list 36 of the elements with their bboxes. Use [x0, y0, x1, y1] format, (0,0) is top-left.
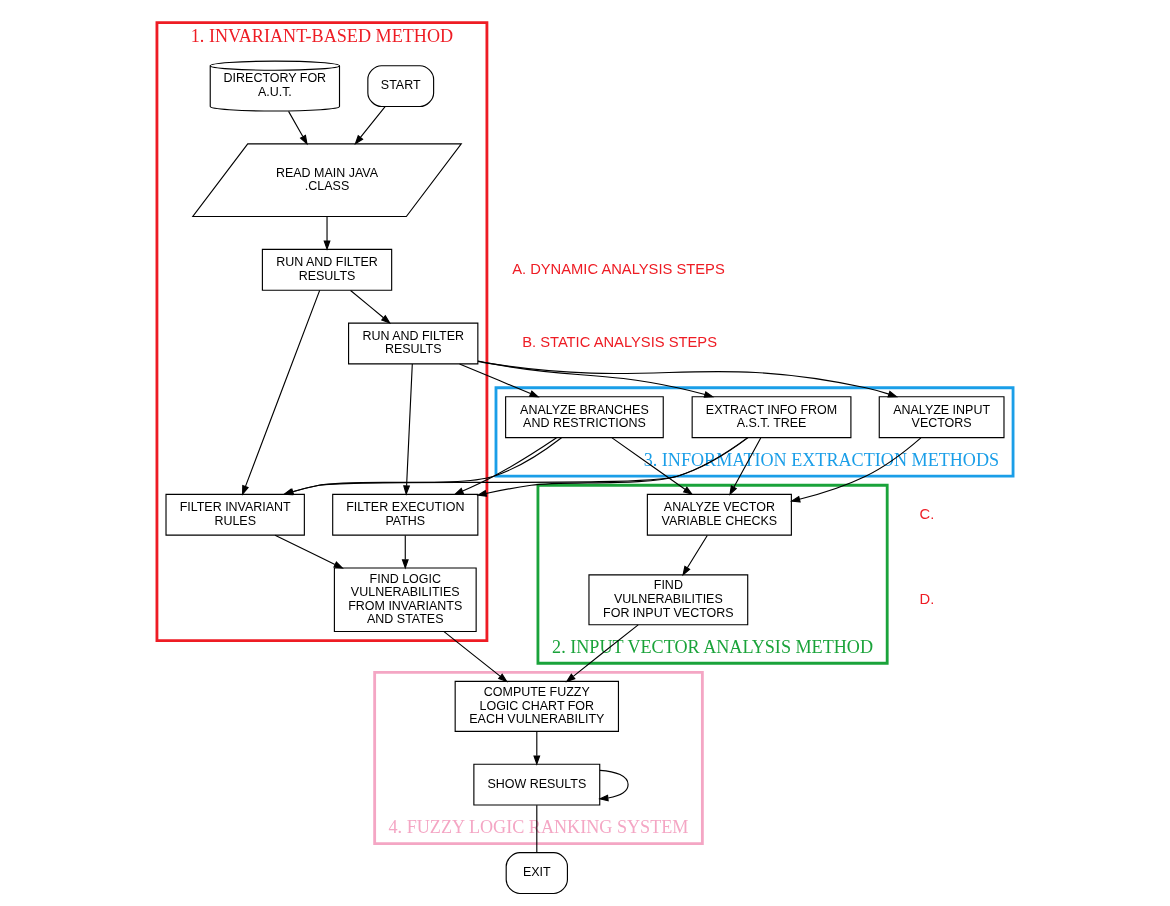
arrow: [350, 289, 391, 324]
node-box: ANALYZE VECTOR VARIABLE CHECKS: [646, 493, 792, 536]
arrow: [274, 534, 344, 569]
node-box: RUN AND FILTER RESULTS: [348, 322, 479, 364]
label: B. STATIC ANALYSIS STEPS: [522, 333, 718, 350]
arrow: [477, 359, 715, 398]
arrow: [476, 436, 749, 497]
arrow: [354, 105, 386, 145]
arrow: [443, 630, 508, 682]
arrow: [323, 215, 331, 251]
node-box: FIND LOGIC VULNERABILITIES FROM INVARIANTS AND STATES: [333, 566, 477, 632]
arrow: [477, 360, 899, 397]
arrow: [611, 436, 694, 495]
label: C.: [919, 505, 935, 522]
node-box: ANALYZE BRANCHES AND RESTRICTIONS: [505, 395, 664, 438]
node-box: START: [367, 64, 435, 107]
label: D.: [919, 590, 935, 607]
arrow: [453, 436, 558, 495]
arrow: [403, 362, 413, 496]
node-box: FILTER INVARIANT RULES: [165, 493, 305, 536]
node-box: COMPUTE FUZZY LOGIC CHART FOR EACH VULNERABILITY: [454, 680, 619, 732]
arrow: [790, 436, 922, 503]
arrow: [533, 730, 541, 766]
node-box: SHOW RESULTS: [473, 763, 601, 806]
node-box: EXIT: [505, 851, 568, 894]
arrow: [458, 362, 540, 397]
arrow: [401, 534, 409, 570]
arrow: [288, 110, 308, 145]
node-box: FIND VULNERABILITIES FOR INPUT VECTORS: [588, 573, 749, 625]
node-box: ANALYZE INPUT VECTORS: [878, 395, 1005, 438]
node-box: FILTER EXECUTION PATHS: [332, 493, 479, 536]
node-box: EXTRACT INFO FROM A.S.T. TREE: [691, 395, 852, 438]
label: A. DYNAMIC ANALYSIS STEPS: [512, 260, 725, 277]
node-box: RUN AND FILTER RESULTS: [261, 248, 393, 291]
arrow: [682, 534, 708, 576]
arrow: [598, 769, 629, 802]
